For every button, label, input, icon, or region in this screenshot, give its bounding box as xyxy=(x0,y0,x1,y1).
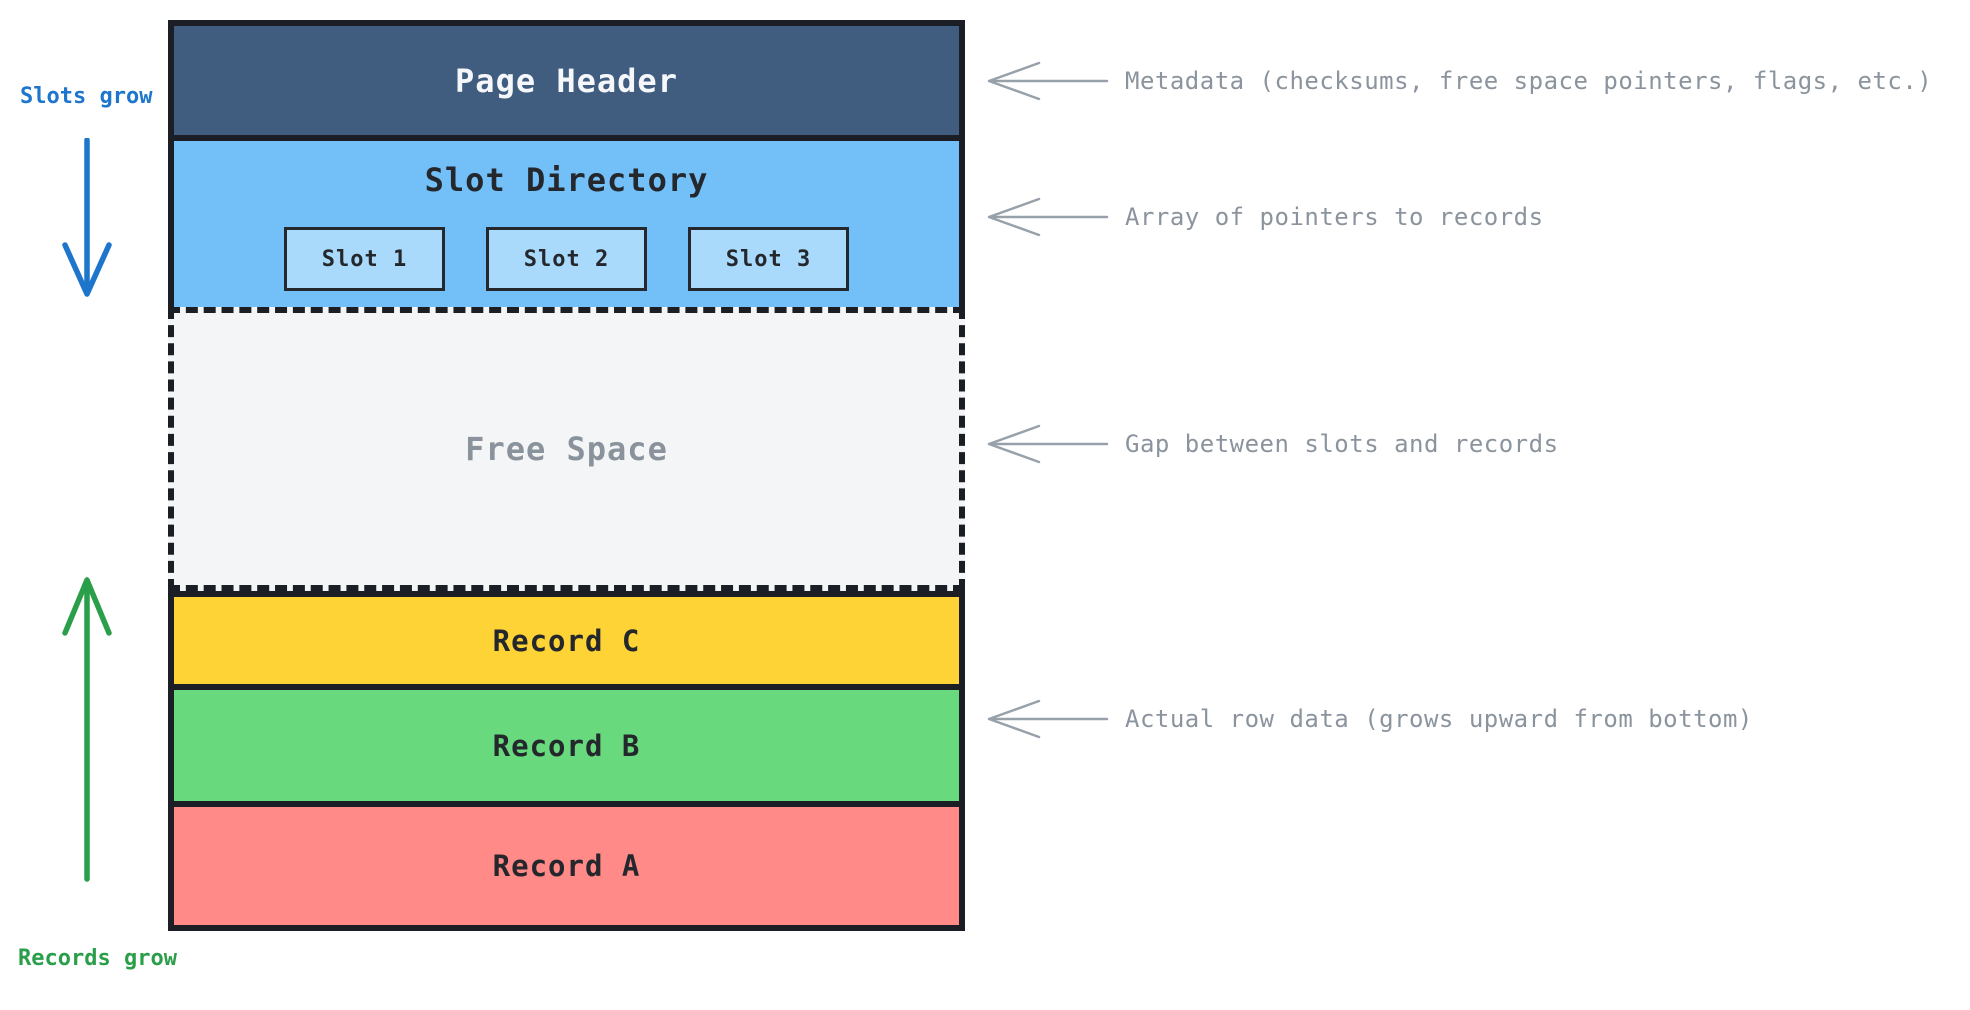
slot-box-1: Slot 1 xyxy=(284,227,445,291)
left-arrow-icon xyxy=(987,61,1109,101)
left-arrow-icon xyxy=(987,424,1109,464)
left-arrow-icon xyxy=(987,699,1109,739)
page-header-section: Page Header xyxy=(168,20,965,141)
annotation-metadata: Metadata (checksums, free space pointers… xyxy=(985,58,1932,104)
free-space-section: Free Space xyxy=(168,307,965,591)
slot-directory-label: Slot Directory xyxy=(424,161,709,199)
record-c-section: Record C xyxy=(168,591,965,684)
slots-row: Slot 1 Slot 2 Slot 3 xyxy=(284,227,849,291)
record-a-section: Record A xyxy=(168,801,965,931)
records-grow-label: Records grow xyxy=(18,946,177,971)
free-space-label: Free Space xyxy=(465,430,668,468)
annotation-pointers-text: Array of pointers to records xyxy=(1125,203,1544,231)
annotation-pointers: Array of pointers to records xyxy=(985,194,1544,240)
page-header-label: Page Header xyxy=(455,61,678,100)
left-arrow-icon xyxy=(987,197,1109,237)
slot-box-3: Slot 3 xyxy=(688,227,849,291)
slots-grow-label: Slots grow xyxy=(20,84,153,109)
slot-directory-section: Slot Directory Slot 1 Slot 2 Slot 3 xyxy=(168,141,965,307)
annotation-gap-text: Gap between slots and records xyxy=(1125,430,1559,458)
record-a-label: Record A xyxy=(492,849,641,883)
page-box: Page Header Slot Directory Slot 1 Slot 2… xyxy=(168,20,965,931)
record-b-label: Record B xyxy=(492,728,641,763)
annotation-row-data: Actual row data (grows upward from botto… xyxy=(985,696,1753,742)
slot-box-2: Slot 2 xyxy=(486,227,647,291)
annotation-gap: Gap between slots and records xyxy=(985,421,1559,467)
up-arrow-icon xyxy=(62,577,112,882)
record-b-section: Record B xyxy=(168,684,965,801)
annotation-metadata-text: Metadata (checksums, free space pointers… xyxy=(1125,67,1933,95)
record-c-label: Record C xyxy=(492,623,641,658)
annotation-row-data-text: Actual row data (grows upward from botto… xyxy=(1125,705,1753,733)
down-arrow-icon xyxy=(62,138,112,297)
